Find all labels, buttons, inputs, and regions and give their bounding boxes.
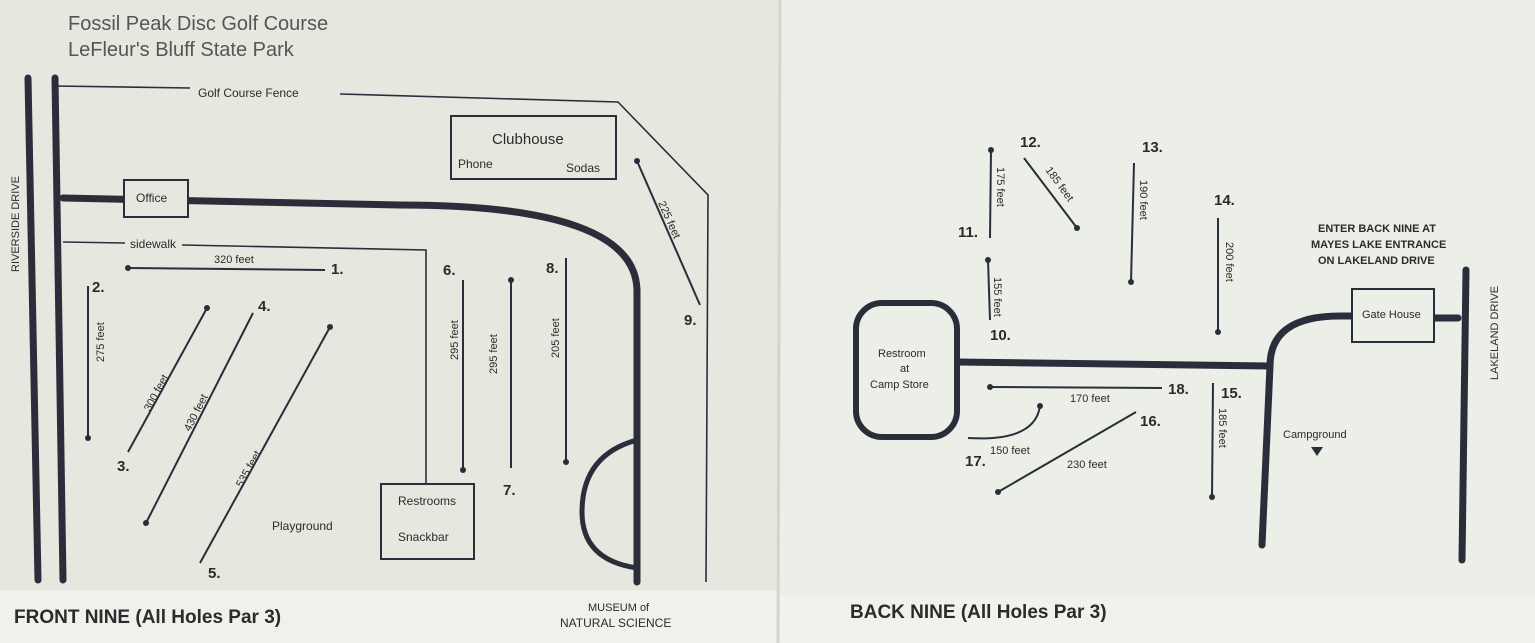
entry-line1: ENTER BACK NINE AT (1318, 223, 1436, 235)
hole-1-distance: 320 feet (214, 254, 254, 266)
sidewalk-label: sidewalk (130, 237, 177, 251)
clubhouse-building (450, 115, 617, 180)
hole-16-distance: 230 feet (1067, 459, 1107, 471)
lakeland-drive-label: LAKELAND DRIVE (1489, 286, 1501, 380)
hole-4-number: 4. (258, 298, 271, 315)
museum-label-line2: NATURAL SCIENCE (560, 616, 671, 630)
hole-13-number: 13. (1142, 139, 1163, 156)
lakeland-drive-road (1458, 266, 1470, 564)
camp-store-restroom-building (853, 300, 960, 440)
camp-restroom-line2: at (900, 363, 909, 375)
gate-house-building (1351, 288, 1435, 343)
hole-14-number: 14. (1214, 192, 1235, 209)
map-title: Fossil Peak Disc Golf Course (68, 13, 328, 35)
hole-2: 275 feet 2. (85, 279, 107, 441)
phone-label: Phone (458, 157, 493, 171)
hole-16-number: 16. (1140, 413, 1161, 430)
hole-8: 205 feet 8. (546, 258, 569, 465)
hole-7-number: 7. (503, 482, 516, 499)
hole-10: 155 feet 10. (985, 257, 1011, 344)
hole-15: 185 feet 15. (1209, 382, 1242, 500)
hole-12-number: 12. (1020, 134, 1041, 151)
campground-label: Campground (1283, 429, 1347, 441)
museum-drive-loop (579, 437, 638, 571)
restrooms-snackbar-building (380, 483, 475, 560)
hole-16: 230 feet 16. (995, 411, 1161, 495)
entry-line2: MAYES LAKE ENTRANCE (1311, 239, 1446, 251)
sidewalk (62, 241, 126, 244)
hole-6-number: 6. (443, 262, 456, 279)
hole-1-number: 1. (331, 261, 344, 278)
hole-18-distance: 170 feet (1070, 393, 1110, 405)
camp-restroom-line3: Camp Store (870, 379, 929, 391)
playground-label: Playground (272, 519, 333, 533)
hole-7-distance: 295 feet (488, 334, 500, 374)
hole-8-distance: 205 feet (550, 318, 562, 358)
office-label: Office (136, 191, 167, 205)
hole-13: 190 feet 13. (1128, 139, 1163, 285)
office-road (59, 194, 641, 586)
riverside-drive-label: RIVERSIDE DRIVE (10, 176, 22, 272)
front-nine-footer: FRONT NINE (All Holes Par 3) (14, 607, 281, 628)
gate-house-label: Gate House (1362, 309, 1421, 321)
restrooms-label: Restrooms (398, 494, 456, 508)
hole-17-number: 17. (965, 453, 986, 470)
hole-7: 295 feet 7. (488, 277, 516, 499)
snackbar-label: Snackbar (398, 530, 449, 544)
hole-18-number: 18. (1168, 381, 1189, 398)
office-building (123, 179, 189, 218)
hole-2-number: 2. (92, 279, 105, 296)
hole-6: 295 feet 6. (443, 262, 466, 473)
hole-11: 175 feet 11. (958, 147, 1006, 241)
campground-marker-icon (1311, 447, 1323, 456)
entry-line3: ON LAKELAND DRIVE (1318, 255, 1435, 267)
golf-course-fence (54, 85, 191, 89)
hole-11-number: 11. (958, 224, 978, 241)
hole-15-distance: 185 feet (1216, 408, 1228, 448)
hole-6-distance: 295 feet (449, 320, 461, 360)
park-road-west (51, 74, 67, 584)
clubhouse-label: Clubhouse (492, 131, 564, 148)
hole-17: 150 feet 17. (965, 403, 1043, 470)
hole-1: 320 feet 1. (125, 254, 344, 278)
museum-label-line1: MUSEUM of (588, 602, 650, 614)
sodas-label: Sodas (566, 161, 600, 175)
hole-3-number: 3. (117, 458, 130, 475)
fence-label: Golf Course Fence (198, 86, 299, 100)
hole-10-number: 10. (990, 327, 1011, 344)
hole-10-distance: 155 feet (991, 277, 1003, 317)
hole-11-distance: 175 feet (994, 167, 1006, 207)
hole-17-distance: 150 feet (990, 445, 1030, 457)
hole-5-number: 5. (208, 565, 221, 582)
hole-13-distance: 190 feet (1137, 180, 1149, 220)
hole-15-number: 15. (1221, 385, 1242, 402)
back-nine-footer: BACK NINE (All Holes Par 3) (850, 602, 1107, 623)
hole-2-distance: 275 feet (95, 322, 107, 362)
hole-14-distance: 200 feet (1223, 242, 1235, 282)
riverside-drive-road (24, 74, 42, 584)
hole-8-number: 8. (546, 260, 559, 277)
camp-restroom-line1: Restroom (878, 348, 926, 360)
hole-18: 170 feet 18. (987, 381, 1189, 405)
hole-9-number: 9. (684, 312, 697, 329)
map-subtitle: LeFleur's Bluff State Park (68, 39, 295, 61)
hole-14: 200 feet 14. (1214, 192, 1235, 335)
